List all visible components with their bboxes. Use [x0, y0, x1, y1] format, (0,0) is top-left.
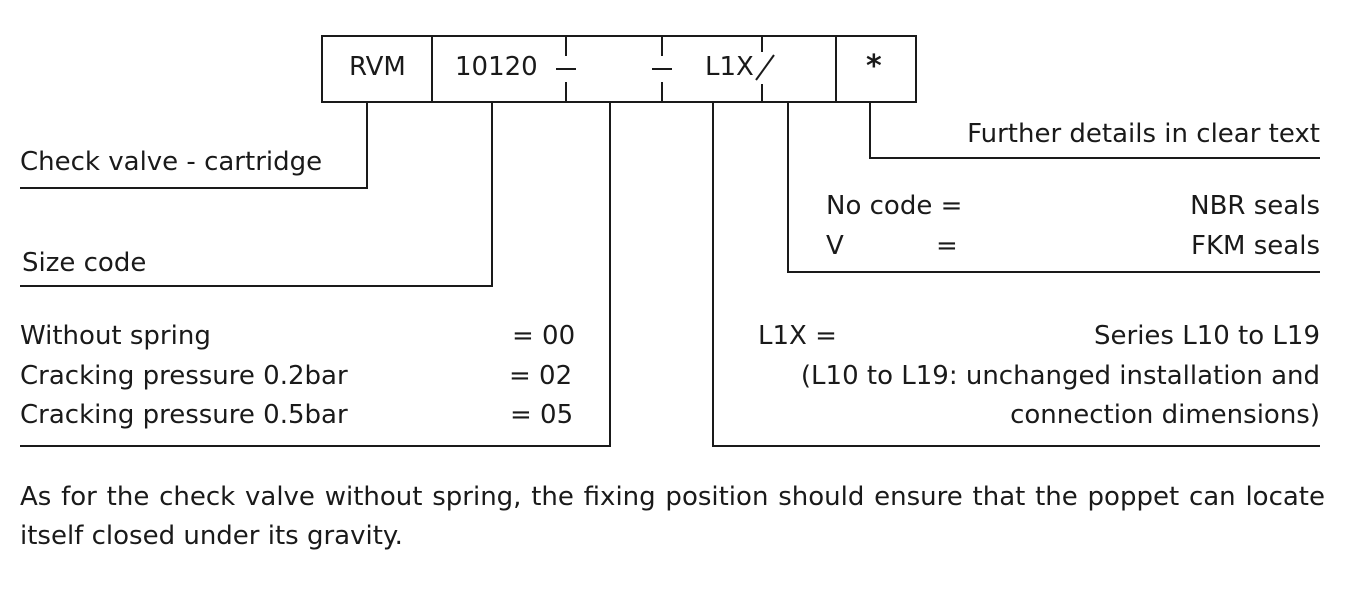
label-size-code: Size code [22, 248, 147, 278]
leader-details-vertical [869, 101, 871, 159]
spring-code-1: = 02 [509, 361, 573, 391]
code-series: L1X [705, 52, 754, 82]
code-details: * [866, 49, 882, 84]
leader-rvm-vertical [366, 101, 368, 189]
series-note-line1: (L10 to L19: unchanged installation and [800, 361, 1320, 391]
footnote: As for the check valve without spring, t… [20, 482, 1325, 551]
seal-eq-fkm: = [936, 231, 958, 261]
spring-code-0: = 00 [512, 321, 576, 351]
spring-label-2: Cracking pressure 0.5bar [20, 400, 348, 430]
leader-size-vertical [491, 101, 493, 287]
seal-value-nbr: NBR seals [1190, 191, 1320, 221]
leader-details-horizontal [869, 157, 1320, 159]
leader-series-vertical [712, 101, 714, 447]
series-separator-mark [652, 37, 672, 101]
leader-spring-vertical [609, 101, 611, 447]
label-further-details: Further details in clear text [967, 119, 1320, 149]
leader-size-horizontal [20, 285, 493, 287]
leader-seals-vertical [787, 101, 789, 273]
series-note-line2: connection dimensions) [1010, 400, 1320, 430]
code-rvm: RVM [349, 52, 406, 82]
seal-code-nbr: No code = [826, 191, 963, 221]
leader-spring-horizontal [20, 445, 611, 447]
spring-label-0: Without spring [20, 321, 211, 351]
label-check-valve: Check valve - cartridge [20, 147, 323, 177]
code-size: 10120 [455, 52, 538, 82]
spring-label-1: Cracking pressure 0.2bar [20, 361, 348, 391]
series-code: L1X = [758, 321, 837, 351]
leader-seals-horizontal [787, 271, 1320, 273]
seal-value-fkm: FKM seals [1191, 231, 1320, 261]
code-box-details [835, 35, 917, 103]
leader-series-horizontal [712, 445, 1320, 447]
seal-code-fkm: V [826, 231, 844, 261]
leader-rvm-horizontal [20, 187, 368, 189]
series-value: Series L10 to L19 [1094, 321, 1320, 351]
spring-code-2: = 05 [510, 400, 574, 430]
